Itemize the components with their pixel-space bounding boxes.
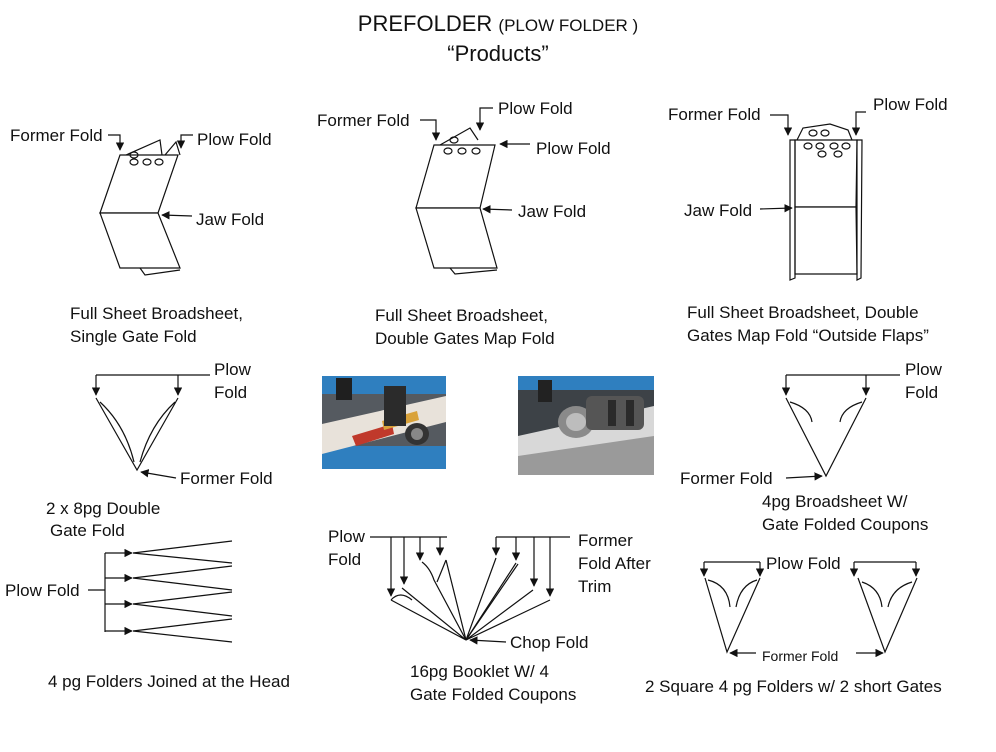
label-former-fold: Former Fold — [668, 105, 761, 124]
label-former-fold: Former Fold — [762, 648, 839, 664]
diagram-4pg-broadsheet-coupons — [781, 374, 900, 481]
page-subtitle: “Products” — [447, 41, 549, 66]
label-plow-fold: Plow Fold — [536, 139, 611, 158]
caption-line: 2 x 8pg Double — [46, 499, 161, 518]
caption-line: Full Sheet Broadsheet, — [375, 306, 548, 325]
label-plow-fold: Plow Fold — [766, 554, 841, 573]
label-fold: Fold — [328, 550, 362, 569]
label-plow: Plow — [214, 360, 251, 379]
label-jaw-fold: Jaw Fold — [196, 210, 265, 229]
label-former-fold: Former Fold — [680, 469, 773, 488]
label-plow: Plow — [905, 360, 942, 379]
label-fold: Fold — [214, 383, 248, 402]
label-plow-fold: Plow Fold — [197, 130, 272, 149]
caption-line: 4pg Broadsheet W/ — [762, 492, 908, 511]
label-plow-fold: Plow Fold — [498, 99, 573, 118]
caption-line: Gate Folded Coupons — [410, 685, 577, 704]
caption-line: 4 pg Folders Joined at the Head — [48, 672, 290, 691]
caption-line: 2 Square 4 pg Folders w/ 2 short Gates — [645, 677, 942, 696]
label-former-fold: Former Fold — [10, 126, 103, 145]
caption-line: Full Sheet Broadsheet, — [70, 304, 243, 323]
diagram-4pg-joined-at-head — [88, 540, 233, 643]
label-former-fold: Former Fold — [180, 469, 273, 488]
label-fold: Fold — [905, 383, 939, 402]
caption-line: Full Sheet Broadsheet, Double — [687, 303, 919, 322]
caption-line: Gates Map Fold “Outside Flaps” — [687, 326, 929, 345]
label-plow-fold: Plow Fold — [5, 581, 80, 600]
label-chop-fold: Chop Fold — [510, 633, 589, 652]
label-jaw-fold: Jaw Fold — [684, 201, 753, 220]
caption-line: Gate Folded Coupons — [762, 515, 929, 534]
caption-line: Double Gates Map Fold — [375, 329, 555, 348]
photo-plow-folder-2 — [518, 376, 654, 475]
diagram-2-square-folders — [699, 561, 921, 658]
label-former: Former — [578, 531, 633, 550]
photo-plow-folder-1 — [322, 376, 446, 469]
diagram-double-gates-map-fold — [415, 107, 530, 275]
label-plow: Plow — [328, 527, 365, 546]
label-fold-after: Fold After — [578, 554, 651, 573]
diagram-16pg-booklet — [370, 536, 570, 645]
page-title: PREFOLDER (PLOW FOLDER ) — [0, 10, 996, 40]
label-former-fold: Former Fold — [317, 111, 410, 130]
label-plow-fold: Plow Fold — [873, 95, 948, 114]
caption-line: Single Gate Fold — [70, 327, 197, 346]
caption-line: Gate Fold — [50, 521, 125, 540]
title-paren: (PLOW FOLDER ) — [498, 16, 639, 35]
diagram-outside-flaps-fold — [759, 111, 866, 281]
diagram-2x8pg-double-gate — [91, 374, 210, 479]
title-main: PREFOLDER — [357, 11, 493, 36]
label-jaw-fold: Jaw Fold — [518, 202, 587, 221]
label-trim: Trim — [578, 577, 612, 596]
diagram-single-gate-fold — [99, 134, 193, 276]
caption-line: 16pg Booklet W/ 4 — [410, 662, 549, 681]
